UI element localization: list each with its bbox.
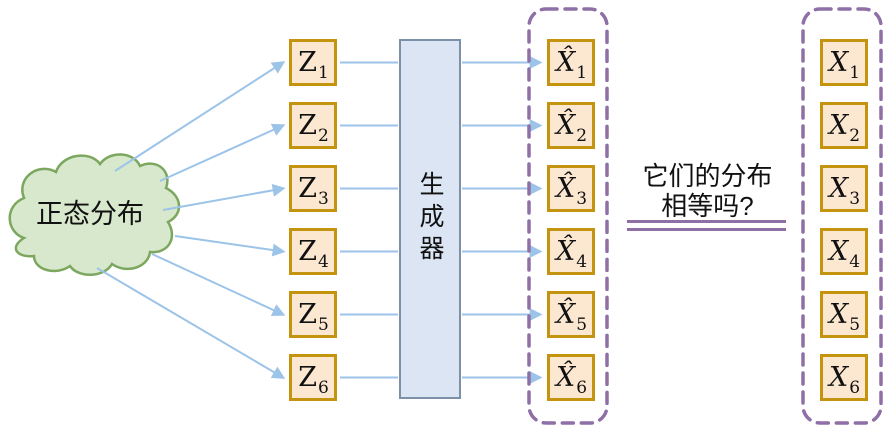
node-label: X̂6 — [555, 362, 588, 398]
node-label: Z1 — [298, 47, 329, 83]
x-node-1: X1 — [820, 39, 868, 86]
normal-distribution-cloud — [8, 153, 181, 276]
node-label: X6 — [828, 362, 861, 398]
question-line-1: 它们的分布 — [642, 161, 773, 191]
question-text: 它们的分布 相等吗? — [615, 161, 800, 221]
generator-label: 生成器 — [416, 171, 444, 267]
xhat-node-2: X̂2 — [547, 102, 595, 149]
z-node-5: Z5 — [289, 291, 337, 338]
z-node-1: Z1 — [289, 39, 337, 86]
xhat-group-dashed-container — [527, 7, 609, 425]
z-node-4: Z4 — [289, 228, 337, 275]
arrow-cloud-to-z3 — [162, 183, 286, 211]
node-label: X4 — [828, 236, 861, 272]
cloud-label: 正态分布 — [36, 199, 144, 229]
node-label: X̂3 — [555, 173, 588, 209]
node-label: X3 — [828, 173, 861, 209]
node-label: Z6 — [298, 362, 329, 398]
x-node-3: X3 — [820, 165, 868, 212]
node-label: X̂4 — [555, 236, 588, 272]
z-node-3: Z3 — [289, 165, 337, 212]
xhat-node-5: X̂5 — [547, 291, 595, 338]
z-node-6: Z6 — [289, 354, 337, 401]
x-node-4: X4 — [820, 228, 868, 275]
arrow-cloud-to-z2 — [159, 123, 286, 182]
x-node-2: X2 — [820, 102, 868, 149]
arrow-cloud-to-z1 — [114, 61, 286, 172]
z-node-2: Z2 — [289, 102, 337, 149]
x-node-6: X6 — [820, 354, 868, 401]
xhat-node-6: X̂6 — [547, 354, 595, 401]
node-label: X̂2 — [555, 110, 588, 146]
node-label: X2 — [828, 110, 861, 146]
xhat-node-3: X̂3 — [547, 165, 595, 212]
node-label: Z2 — [298, 110, 329, 146]
node-label: X̂5 — [555, 299, 588, 335]
node-label: Z5 — [298, 299, 329, 335]
node-label: Z3 — [298, 173, 329, 209]
x-group-dashed-container — [801, 7, 883, 425]
node-label: X5 — [828, 299, 861, 335]
node-label: Z4 — [298, 236, 329, 272]
x-node-5: X5 — [820, 291, 868, 338]
generator-box: 生成器 — [399, 39, 461, 399]
xhat-node-1: X̂1 — [547, 39, 595, 86]
xhat-node-4: X̂4 — [547, 228, 595, 275]
node-label: X1 — [828, 47, 861, 83]
arrow-cloud-to-z6 — [96, 267, 286, 379]
arrow-cloud-to-z5 — [151, 253, 286, 317]
node-label: X̂1 — [555, 47, 588, 83]
question-line-2: 相等吗? — [661, 191, 754, 221]
arrow-cloud-to-z4 — [174, 235, 286, 257]
